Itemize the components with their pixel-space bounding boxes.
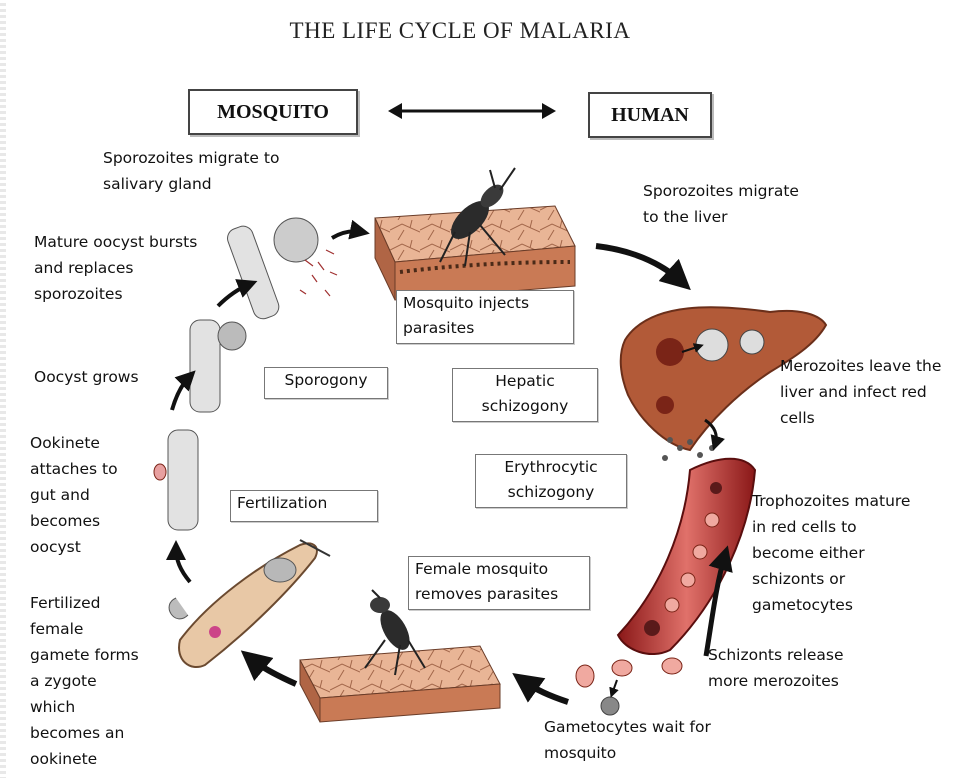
box-hepatic-schizogony: Hepatic schizogony: [452, 368, 598, 422]
mosquito-human-arrow: [388, 103, 556, 119]
label-gametocytes-wait: Gametocytes wait for mosquito: [544, 714, 711, 766]
box-mosquito-injects: Mosquito injects parasites: [396, 290, 574, 344]
mosquito-gut-illustration: [169, 540, 330, 667]
box-erythrocytic-schizogony: Erythrocytic schizogony: [475, 454, 627, 508]
label-sporozoites-salivary: Sporozoites migrate to salivary gland: [103, 145, 279, 197]
label-oocyst-bursts: Mature oocyst bursts and replaces sporoz…: [34, 229, 197, 307]
box-fertilization: Fertilization: [230, 490, 378, 522]
label-ookinete-attaches: Ookinete attaches to gut and becomes ooc…: [30, 430, 118, 560]
label-sporozoites-liver: Sporozoites migrate to the liver: [643, 178, 799, 230]
box-female-mosquito: Female mosquito removes parasites: [408, 556, 590, 610]
skin-block-bottom: [300, 646, 500, 722]
label-trophozoites: Trophozoites mature in red cells to beco…: [752, 488, 910, 618]
label-oocyst-grows: Oocyst grows: [34, 364, 139, 390]
label-merozoites-leave: Merozoites leave the liver and infect re…: [780, 353, 941, 431]
label-fertilized-gamete: Fertilized female gamete forms a zygote …: [30, 590, 139, 772]
blood-vessel: [618, 459, 755, 654]
label-schizonts-release: Schizonts release more merozoites: [708, 642, 844, 694]
box-sporogony: Sporogony: [264, 367, 388, 399]
gametocytes-cells: [576, 658, 682, 715]
